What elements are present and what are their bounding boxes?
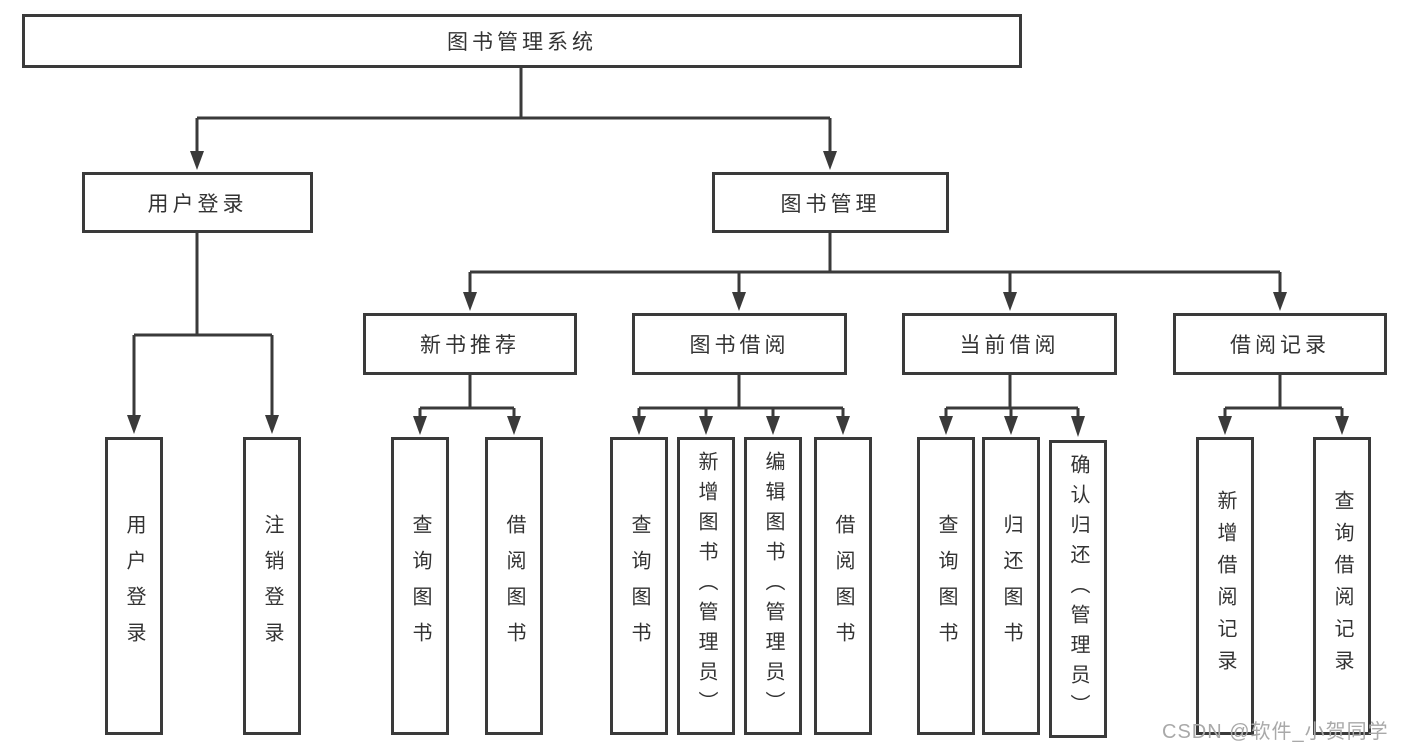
arrowhead-icon xyxy=(632,416,646,435)
leaf-user-login: 用户登录 xyxy=(105,437,163,735)
node-current-borrow: 当前借阅 xyxy=(902,313,1117,375)
leaf-borrow-edit-book-admin: 编辑图书（管理员） xyxy=(744,437,802,735)
leaf-borrow-add-book-admin: 新增图书（管理员） xyxy=(677,437,735,735)
node-root: 图书管理系统 xyxy=(22,14,1022,68)
arrowhead-icon xyxy=(507,416,521,435)
arrowhead-icon xyxy=(127,415,141,434)
arrowhead-icon xyxy=(190,151,204,170)
node-book-management-label: 图书管理 xyxy=(780,192,881,216)
arrowhead-icon xyxy=(1004,416,1018,435)
node-borrow-records: 借阅记录 xyxy=(1173,313,1387,375)
arrowheads xyxy=(127,151,1349,437)
connector-borrow-records-branch xyxy=(1223,375,1344,417)
arrowhead-icon xyxy=(939,416,953,435)
node-current-borrow-label: 当前借阅 xyxy=(959,334,1060,357)
leaf-current-confirm-return-admin: 确认归还（管理员） xyxy=(1049,440,1107,738)
node-borrow-records-label: 借阅记录 xyxy=(1230,334,1330,357)
csdn-watermark: CSDN @软件_小贺同学 xyxy=(1162,721,1389,743)
connector-root-to-level2 xyxy=(195,68,832,152)
leaf-borrow-borrow-book: 借阅图书 xyxy=(814,437,872,735)
leaf-current-return-book: 归还图书 xyxy=(982,437,1040,735)
leaf-borrow-query-book: 查询图书 xyxy=(610,437,668,735)
arrowhead-icon xyxy=(265,415,279,434)
arrowhead-icon xyxy=(836,416,850,435)
connector-book-mgmt-branch xyxy=(468,233,1282,293)
node-user-login: 用户登录 xyxy=(82,172,313,233)
node-root-label: 图书管理系统 xyxy=(447,31,597,54)
arrowhead-icon xyxy=(1218,416,1232,435)
connector-user-login-branch xyxy=(132,233,274,416)
connector-book-borrow-branch xyxy=(637,375,845,417)
arrowhead-icon xyxy=(766,416,780,435)
node-user-login-label: 用户登录 xyxy=(147,192,248,216)
node-new-book-recommend: 新书推荐 xyxy=(363,313,577,375)
connector-current-borrow-branch xyxy=(944,375,1080,417)
leaf-recommend-borrow-book: 借阅图书 xyxy=(485,437,543,735)
leaf-records-query-record: 查询借阅记录 xyxy=(1313,437,1371,735)
connector-new-book-branch xyxy=(418,375,516,417)
arrowhead-icon xyxy=(1273,292,1287,311)
arrowhead-icon xyxy=(413,416,427,435)
leaf-logout-login: 注销登录 xyxy=(243,437,301,735)
arrowhead-icon xyxy=(732,292,746,311)
arrowhead-icon xyxy=(823,151,837,170)
node-book-management: 图书管理 xyxy=(712,172,949,233)
node-new-book-recommend-label: 新书推荐 xyxy=(420,334,520,357)
leaf-current-query-book: 查询图书 xyxy=(917,437,975,735)
arrowhead-icon xyxy=(1003,292,1017,311)
leaf-recommend-query-book: 查询图书 xyxy=(391,437,449,735)
arrowhead-icon xyxy=(1335,416,1349,435)
arrowhead-icon xyxy=(463,292,477,311)
node-book-borrow-label: 图书借阅 xyxy=(689,334,790,357)
leaf-records-add-record: 新增借阅记录 xyxy=(1196,437,1254,735)
arrowhead-icon xyxy=(1071,416,1085,437)
node-book-borrow: 图书借阅 xyxy=(632,313,847,375)
arrowhead-icon xyxy=(699,416,713,435)
